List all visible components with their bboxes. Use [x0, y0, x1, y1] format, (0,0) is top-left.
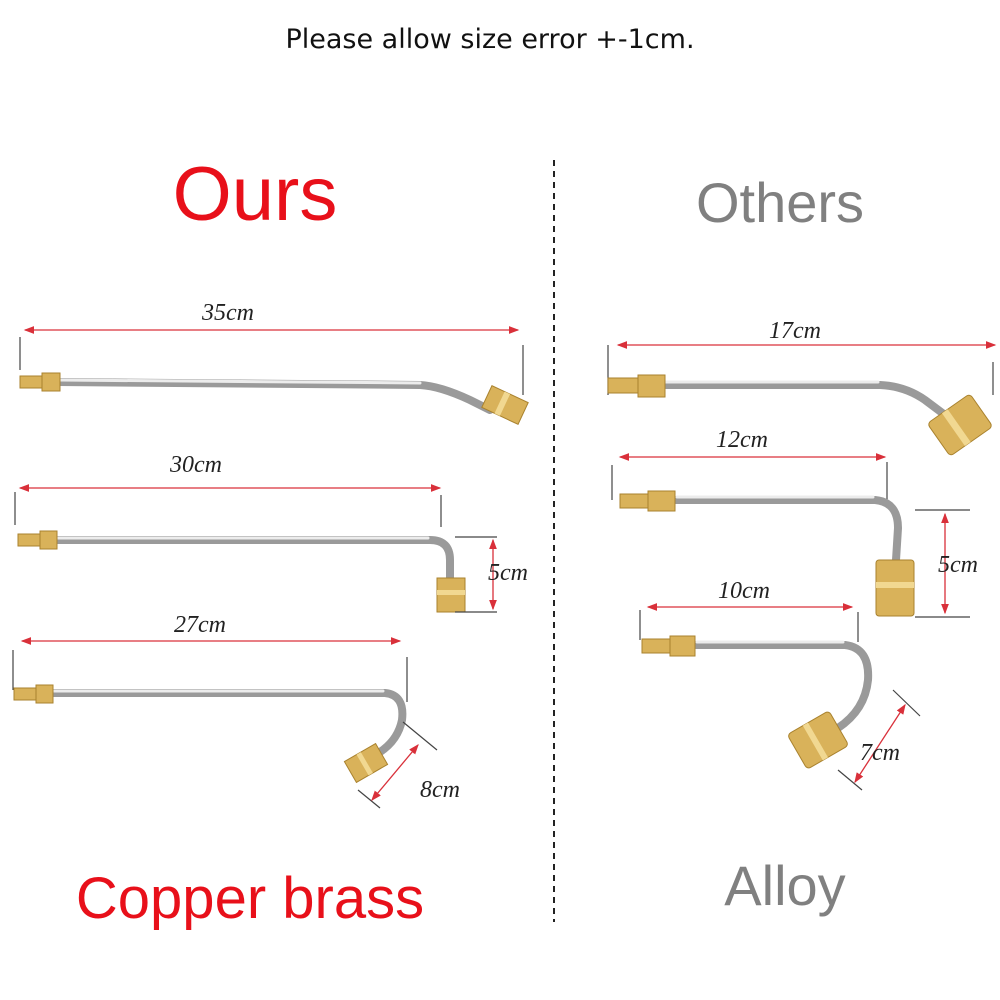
ours-material: Copper brass	[76, 866, 424, 931]
length-label: 30cm	[169, 452, 222, 478]
others-material: Alloy	[724, 854, 845, 917]
ours-heading: Ours	[173, 152, 338, 237]
ours-rod-27cm: 27cm 8cm	[12, 612, 460, 809]
drop-label: 5cm	[938, 552, 978, 578]
others-rod-10cm: 10cm 7cm	[639, 578, 921, 791]
drop-label: 5cm	[488, 560, 528, 586]
drop-label: 8cm	[420, 777, 460, 803]
length-label: 10cm	[718, 578, 770, 604]
others-heading: Others	[696, 171, 864, 234]
length-label: 12cm	[716, 427, 768, 453]
ours-rod-30cm: 30cm 5cm	[14, 452, 528, 613]
others-rod-17cm: 17cm	[607, 318, 997, 456]
size-error-note: Please allow size error +-1cm.	[285, 24, 694, 55]
length-label: 17cm	[769, 318, 821, 344]
ours-rod-35cm: 35cm	[19, 300, 529, 425]
drop-label: 7cm	[860, 740, 900, 766]
length-label: 35cm	[201, 300, 254, 326]
length-label: 27cm	[174, 612, 226, 638]
others-rod-12cm: 12cm 5cm	[611, 427, 978, 618]
